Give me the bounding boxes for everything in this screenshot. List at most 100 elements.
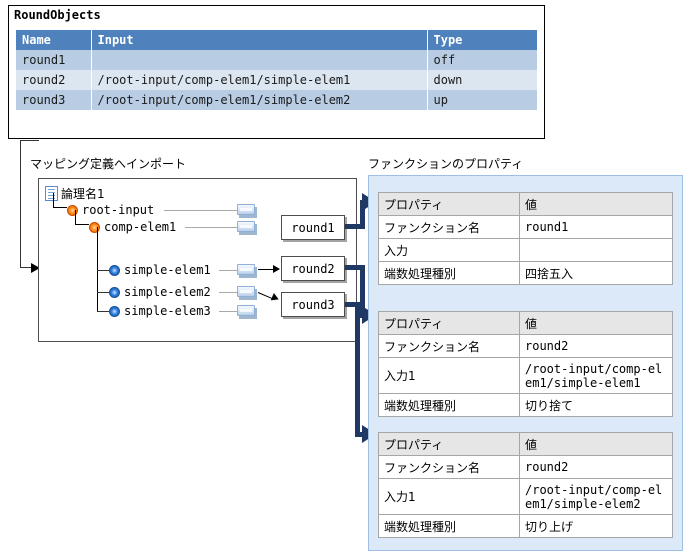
property-row: 入力1 /root-input/comp-elem1/simple-elem2	[378, 478, 673, 515]
property-row: ファンクション名 round1	[378, 215, 673, 239]
property-value	[519, 238, 673, 262]
column-header-name: Name	[16, 30, 92, 50]
property-header-row: プロパティ 値	[378, 432, 673, 456]
properties-caption: ファンクションのプロパティ	[368, 157, 524, 171]
port-icon[interactable]	[237, 286, 255, 297]
tree-item-simple-elem2[interactable]: simple-elem2	[109, 283, 211, 301]
blue-node-icon	[109, 286, 120, 298]
tree-item-label: comp-elem1	[104, 220, 177, 234]
orange-node-icon	[67, 204, 78, 216]
cell-type: down	[427, 70, 537, 90]
function-box-round3[interactable]: round3	[281, 292, 345, 317]
port-icon[interactable]	[237, 221, 255, 232]
cell-name: round2	[16, 70, 92, 90]
property-header-key: プロパティ	[378, 432, 520, 456]
port-icon[interactable]	[237, 204, 255, 215]
property-table-round1: プロパティ 値 ファンクション名 round1 入力 端数処理種別 四捨五入	[378, 192, 673, 285]
tree-item-comp-elem1[interactable]: comp-elem1	[89, 218, 176, 236]
blue-node-icon	[109, 264, 120, 276]
property-row: 端数処理種別 四捨五入	[378, 261, 673, 285]
property-key: 入力	[378, 238, 520, 262]
tree-lead-line	[219, 292, 237, 293]
import-caption: マッピング定義へインポート	[30, 157, 187, 171]
property-value: 切り捨て	[519, 393, 673, 417]
tree-branch	[97, 270, 110, 271]
table-row: round1 off	[16, 50, 537, 70]
orange-node-icon	[89, 221, 100, 233]
navy-connector-segment	[345, 302, 360, 307]
cell-input	[91, 50, 428, 70]
property-header-row: プロパティ 値	[378, 192, 673, 216]
cell-input: /root-input/comp-elem1/simple-elem1	[91, 70, 428, 90]
tree-lead-line	[219, 311, 237, 312]
round-objects-title: RoundObjects	[14, 8, 101, 22]
tree-item-label: root-input	[82, 203, 155, 217]
cell-type: off	[427, 50, 537, 70]
port-icon[interactable]	[237, 305, 255, 316]
tree-lead-line	[164, 210, 237, 211]
property-row: 入力1 /root-input/comp-elem1/simple-elem1	[378, 357, 673, 394]
import-arrow-head	[31, 263, 40, 273]
tree-item-simple-elem3[interactable]: simple-elem3	[109, 302, 211, 320]
property-row: 入力	[378, 238, 673, 262]
navy-connector-segment	[345, 265, 365, 270]
property-value: 四捨五入	[519, 261, 673, 285]
property-header-value: 値	[519, 192, 673, 216]
property-key: 端数処理種別	[378, 393, 520, 417]
tree-lead-line	[219, 270, 237, 271]
tree-branch	[97, 311, 110, 312]
property-header-value: 値	[519, 432, 673, 456]
property-header-value: 値	[519, 311, 673, 335]
property-key: 端数処理種別	[378, 261, 520, 285]
tree-item-label: simple-elem2	[124, 285, 211, 299]
property-value: 切り上げ	[519, 514, 673, 538]
tree-item-label: simple-elem1	[124, 263, 211, 277]
property-value: /root-input/comp-elem1/simple-elem1	[519, 357, 673, 394]
cell-input: /root-input/comp-elem1/simple-elem2	[91, 90, 428, 110]
table-row: round3 /root-input/comp-elem1/simple-ele…	[16, 90, 537, 110]
cell-name: round1	[16, 50, 92, 70]
property-key: 入力1	[378, 478, 520, 515]
function-box-round2[interactable]: round2	[281, 256, 345, 281]
property-row: ファンクション名 round2	[378, 455, 673, 479]
document-icon	[45, 185, 58, 201]
function-box-label: round2	[291, 261, 335, 276]
map-arrow-head	[273, 265, 280, 273]
round-objects-table: Name Input Type round1 off round2 /root-…	[16, 30, 537, 110]
property-row: ファンクション名 round2	[378, 334, 673, 358]
property-row: 端数処理種別 切り上げ	[378, 514, 673, 538]
blue-node-icon	[109, 305, 120, 317]
function-box-label: round1	[291, 220, 335, 235]
property-key: 端数処理種別	[378, 514, 520, 538]
property-header-row: プロパティ 値	[378, 311, 673, 335]
tree-spine	[97, 227, 98, 311]
column-header-type: Type	[427, 30, 537, 50]
tree-elbow	[75, 210, 89, 225]
function-box-round1[interactable]: round1	[281, 215, 345, 240]
property-table-round2: プロパティ 値 ファンクション名 round2 入力1 /root-input/…	[378, 311, 673, 417]
tree-item-simple-elem1[interactable]: simple-elem1	[109, 261, 211, 279]
property-key: ファンクション名	[378, 334, 520, 358]
import-arrow-segment	[20, 267, 32, 268]
port-icon[interactable]	[237, 264, 255, 275]
tree-elbow	[53, 193, 67, 208]
tree-branch	[97, 292, 110, 293]
property-table-round3: プロパティ 値 ファンクション名 round2 入力1 /root-input/…	[378, 432, 673, 538]
tree-item-root-input[interactable]: root-input	[67, 201, 154, 219]
property-key: ファンクション名	[378, 215, 520, 239]
table-row: round2 /root-input/comp-elem1/simple-ele…	[16, 70, 537, 90]
import-arrow-segment	[20, 140, 39, 141]
cell-name: round3	[16, 90, 92, 110]
import-arrow-segment	[20, 140, 21, 268]
property-value: round1	[519, 215, 673, 239]
tree-item-root[interactable]: 論理名1	[45, 184, 105, 202]
property-header-key: プロパティ	[378, 192, 520, 216]
table-header-row: Name Input Type	[16, 30, 537, 50]
tree-item-label: 論理名1	[61, 186, 105, 201]
property-key: ファンクション名	[378, 455, 520, 479]
cell-type: up	[427, 90, 537, 110]
function-box-label: round3	[291, 297, 335, 312]
property-header-key: プロパティ	[378, 311, 520, 335]
navy-connector-segment	[345, 224, 365, 229]
tree-item-label: simple-elem3	[124, 304, 211, 318]
